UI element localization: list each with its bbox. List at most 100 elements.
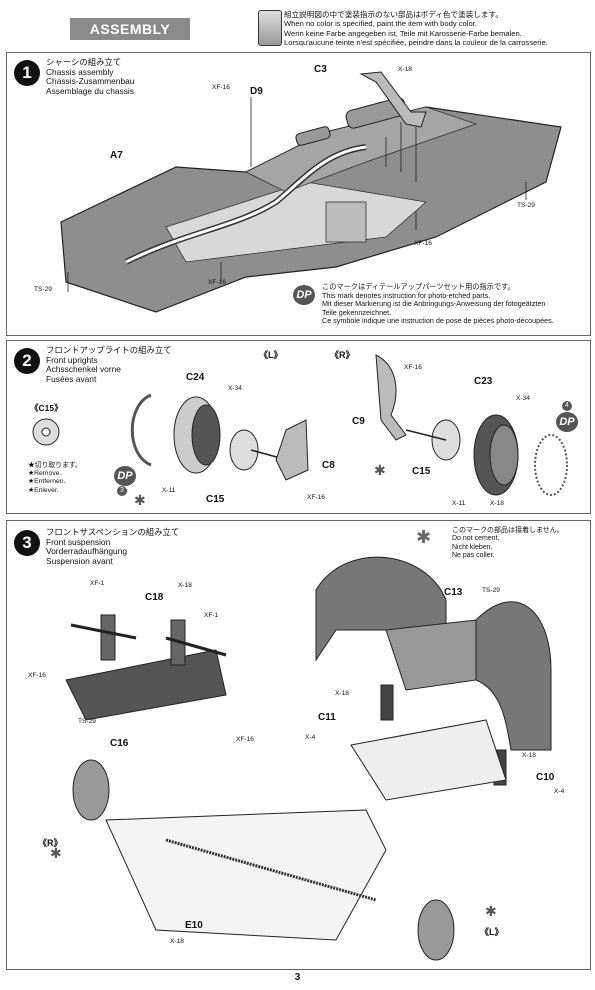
side-left-label-3: 《L》 <box>480 927 504 937</box>
label-c16: C16 <box>110 738 129 749</box>
side-right-label-3: 《R》 <box>38 838 63 848</box>
step-3-title-jp: フロントサスペンションの組み立て <box>46 527 180 537</box>
svg-text:✱: ✱ <box>374 463 386 479</box>
step-3-title-fr: Suspension avant <box>46 555 113 566</box>
label-xf16-left: XF-16 <box>307 494 325 501</box>
label-x34-right: X-34 <box>516 395 530 402</box>
label-xf16-d9: XF-16 <box>212 84 230 91</box>
cement-note-en: Do not cement. <box>452 535 500 543</box>
svg-text:✱: ✱ <box>485 904 497 920</box>
label-x18-c: X-18 <box>522 752 536 759</box>
no-cement-icon: ✱ <box>416 527 432 547</box>
side-left-label: 《L》 <box>259 350 283 360</box>
uprights-drawing: ✱ ✱ <box>32 354 568 509</box>
step-3-title-de: Vorderradaufhängung <box>46 546 128 557</box>
step-2-title-fr: Fusées avant <box>46 373 97 384</box>
label-c10: C10 <box>536 772 555 783</box>
step-2-title-jp: フロントアップライトの組み立て <box>46 345 172 355</box>
dp-note-jp: このマークはディテールアップパーツセット用の指示です。 <box>322 282 515 291</box>
section-title: ASSEMBLY <box>70 18 190 40</box>
dp-mark-icon: DP <box>293 285 315 305</box>
c15-box-label: 《C15》 <box>30 403 63 413</box>
dp-right-number: 4 <box>562 401 572 411</box>
label-ts29-a: TS-29 <box>78 718 96 725</box>
label-a7: A7 <box>110 150 123 161</box>
step-3-title-en: Front suspension <box>46 536 111 547</box>
step-1-number: 1 <box>14 60 40 86</box>
paint-note-en: When no color is specified, paint the it… <box>284 19 477 29</box>
label-x4-b: X-4 <box>554 788 565 795</box>
paint-notes: 組立説明図の中で塗装指示のない部品はボディ色で塗装します。 When no co… <box>284 10 548 48</box>
suspension-drawing: ✱ ✱ <box>50 556 552 961</box>
label-ts29-b: TS-29 <box>482 587 500 594</box>
paint-note-jp: 組立説明図の中で塗装指示のない部品はボディ色で塗装します。 <box>284 10 503 19</box>
label-x11-right: X-11 <box>452 500 466 507</box>
label-c13: C13 <box>444 587 463 598</box>
label-c23: C23 <box>474 376 493 387</box>
step-3-number: 3 <box>14 530 40 556</box>
label-xf16-b: XF-16 <box>236 736 254 743</box>
dp-note-fr: Ce symbole indique une instruction de po… <box>322 316 554 326</box>
step-1-title-jp: シャーシの組み立て <box>46 57 122 67</box>
dp-note-de-2: Teile gekennzeichnet. <box>322 307 392 317</box>
label-c9: C9 <box>352 416 365 427</box>
remove-note-fr: ★Enlever. <box>28 486 59 494</box>
page-number: 3 <box>294 972 301 983</box>
remove-note-jp: ★切り取ります。 <box>28 462 82 469</box>
step-2-title: フロントアップライトの組み立て Front uprights Achsschen… <box>46 345 172 384</box>
label-x18-d: X-18 <box>170 938 184 945</box>
chassis-drawing <box>60 71 562 313</box>
cement-note-de: Nicht kleben. <box>452 543 493 551</box>
cement-note-jp: このマークの部品は接着しません。 <box>452 527 564 534</box>
step-2-title-en: Front uprights <box>46 354 98 365</box>
step-1-title: シャーシの組み立て Chassis assembly Chassis-Zusam… <box>46 57 135 96</box>
label-x18-b: X-18 <box>335 690 349 697</box>
dp-left-icon: DP <box>114 466 136 486</box>
dp-left-number: 3 <box>117 486 127 496</box>
label-xf16-a: XF-16 <box>28 672 46 679</box>
label-d9: D9 <box>250 86 263 97</box>
label-x4-a: X-4 <box>305 734 316 741</box>
remove-note-en: ★Remove. <box>28 470 62 478</box>
label-c18: C18 <box>145 592 164 603</box>
label-c15-right: C15 <box>412 466 431 477</box>
step-3-title: フロントサスペンションの組み立て Front suspension Vorder… <box>46 527 180 566</box>
dp-note: このマークはディテールアップパーツセット用の指示です。 This mark de… <box>322 282 554 326</box>
dp-right-icon: DP <box>556 412 578 432</box>
step-1-title-fr: Assemblage du chassis <box>46 85 134 96</box>
step-1-title-en: Chassis assembly <box>46 66 114 77</box>
paint-can-icon <box>258 10 282 46</box>
side-right-label: 《R》 <box>330 350 355 360</box>
label-xf16-right: XF-16 <box>404 364 422 371</box>
label-xf1-b: XF-1 <box>204 612 219 619</box>
label-c24: C24 <box>186 372 205 383</box>
svg-text:✱: ✱ <box>134 493 146 509</box>
cement-note: このマークの部品は接着しません。 Do not cement. Nicht kl… <box>452 527 564 561</box>
label-ts29-front: TS-29 <box>34 286 52 293</box>
label-xf16-floor: XF-16 <box>414 240 432 247</box>
dp-note-en: This mark denotes instruction for photo-… <box>322 290 491 300</box>
label-x18-right: X-18 <box>490 500 504 507</box>
label-ts29-rear: TS-29 <box>517 202 535 209</box>
step-2-number: 2 <box>14 348 40 374</box>
dp-note-de-1: Mit dieser Markierung ist die Anbringung… <box>322 299 546 309</box>
label-c3: C3 <box>314 64 327 75</box>
label-xf16-exhaust: XF-16 <box>208 279 226 286</box>
label-c8: C8 <box>322 460 335 471</box>
paint-note-de: Wenn keine Farbe angegeben ist, Teile mi… <box>284 28 522 38</box>
svg-text:✱: ✱ <box>50 846 62 862</box>
label-c11: C11 <box>318 712 336 723</box>
step-2-title-de: Achsschenkel vorne <box>46 364 121 375</box>
paint-note-fr: Lorsqu'aucune teinte n'est spécifiée, pe… <box>284 38 548 48</box>
step-1-title-de: Chassis-Zusammenbau <box>46 76 135 87</box>
label-c15-left: C15 <box>206 494 225 505</box>
label-x18-a: X-18 <box>178 582 192 589</box>
label-xf1-a: XF-1 <box>90 580 105 587</box>
cement-note-fr: Ne pas coller. <box>452 552 495 560</box>
label-x11-left: X-11 <box>162 487 176 494</box>
label-x18-c3: X-18 <box>398 66 412 73</box>
label-x34-left: X-34 <box>228 385 242 392</box>
remove-notes: ★切り取ります。 ★Remove. ★Entfernen. ★Enlever. <box>28 462 82 495</box>
remove-note-de: ★Entfernen. <box>28 478 66 486</box>
label-e10: E10 <box>185 920 203 931</box>
